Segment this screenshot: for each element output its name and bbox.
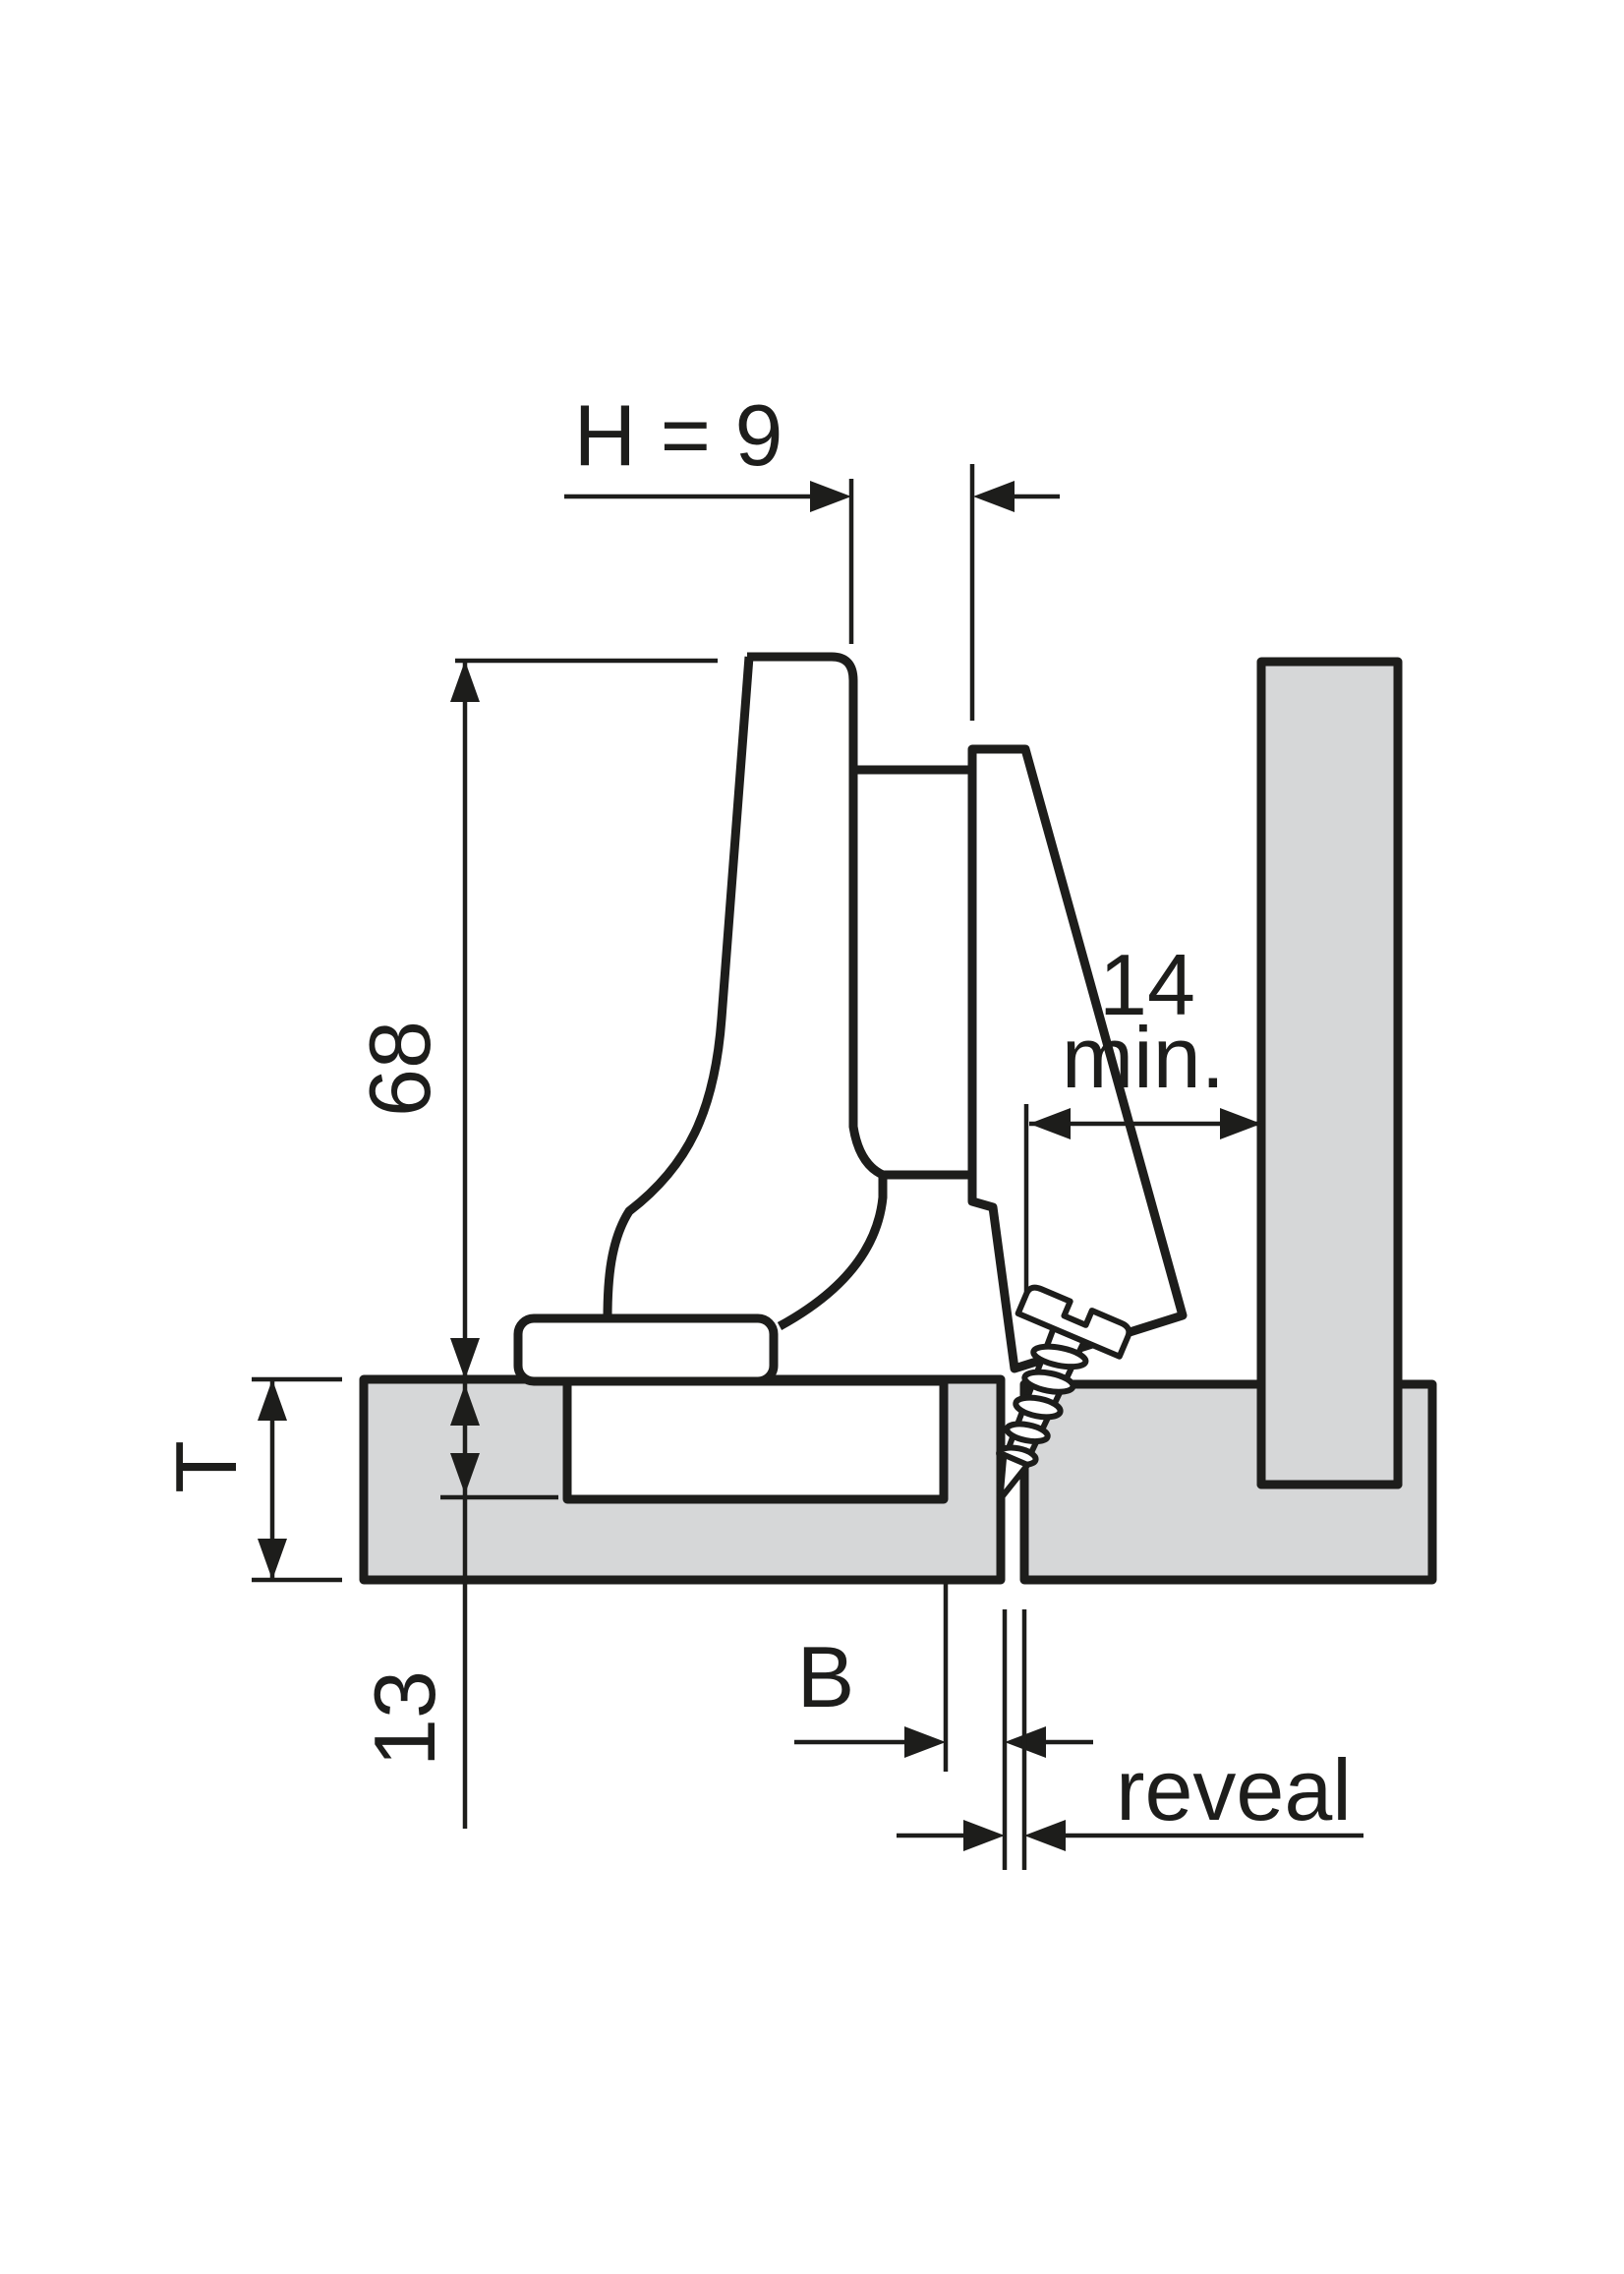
dim13-label: 13 bbox=[356, 1670, 453, 1767]
dim14-value: 14 bbox=[1099, 936, 1195, 1033]
dim68-arrow-up bbox=[450, 661, 480, 702]
screw-thread-coil bbox=[1013, 1394, 1064, 1421]
dimB-label: B bbox=[797, 1628, 855, 1725]
hinge-cup-flange bbox=[513, 1313, 779, 1386]
dimension-13: 13 bbox=[356, 1384, 558, 1767]
dim14-unit: min. bbox=[1062, 1009, 1225, 1106]
h9-label: H = 9 bbox=[574, 386, 783, 484]
dimension-reveal: reveal bbox=[897, 1609, 1363, 1870]
dimB-arrow-right bbox=[904, 1726, 946, 1758]
dimT-arrow-up bbox=[258, 1379, 287, 1421]
dimT-label: T bbox=[157, 1440, 255, 1493]
hinge-arm-left-outline bbox=[603, 656, 754, 1319]
reveal-label: reveal bbox=[1116, 1741, 1352, 1838]
dimT-arrow-down bbox=[258, 1539, 287, 1580]
dim13-arrow-up bbox=[450, 1384, 480, 1426]
dimension-b: B bbox=[794, 1583, 1093, 1772]
dimension-68: 68 bbox=[351, 658, 718, 1829]
dim13-arrow-down bbox=[450, 1453, 480, 1494]
screw-thread-coil bbox=[1030, 1343, 1089, 1370]
dimension-14min: 14 min. bbox=[1023, 936, 1261, 1295]
dimension-t: T bbox=[157, 1376, 342, 1583]
screw-thread-coil bbox=[1004, 1421, 1051, 1445]
dimension-h9: H = 9 bbox=[564, 386, 1060, 721]
hinge-boot-lower-edge bbox=[777, 1175, 888, 1330]
reveal-arrow-left bbox=[1024, 1820, 1066, 1851]
hinge-arm-right-outline bbox=[747, 652, 972, 1180]
screw-thread-coil bbox=[1021, 1369, 1076, 1395]
dim68-label: 68 bbox=[351, 1020, 448, 1117]
screw-tip bbox=[997, 1451, 1031, 1502]
cup-hole bbox=[562, 1376, 949, 1504]
cabinet-side-panel bbox=[1256, 657, 1403, 1489]
dim68-arrow-down bbox=[450, 1338, 480, 1379]
dim14-arrow-right bbox=[1220, 1108, 1261, 1139]
reveal-arrow-right bbox=[963, 1820, 1005, 1851]
dim14-arrow-left bbox=[1029, 1108, 1071, 1139]
h9-arrow-right bbox=[810, 481, 851, 512]
h9-arrow-left bbox=[973, 481, 1015, 512]
screw bbox=[996, 1284, 1132, 1502]
screw-head bbox=[1015, 1284, 1132, 1360]
